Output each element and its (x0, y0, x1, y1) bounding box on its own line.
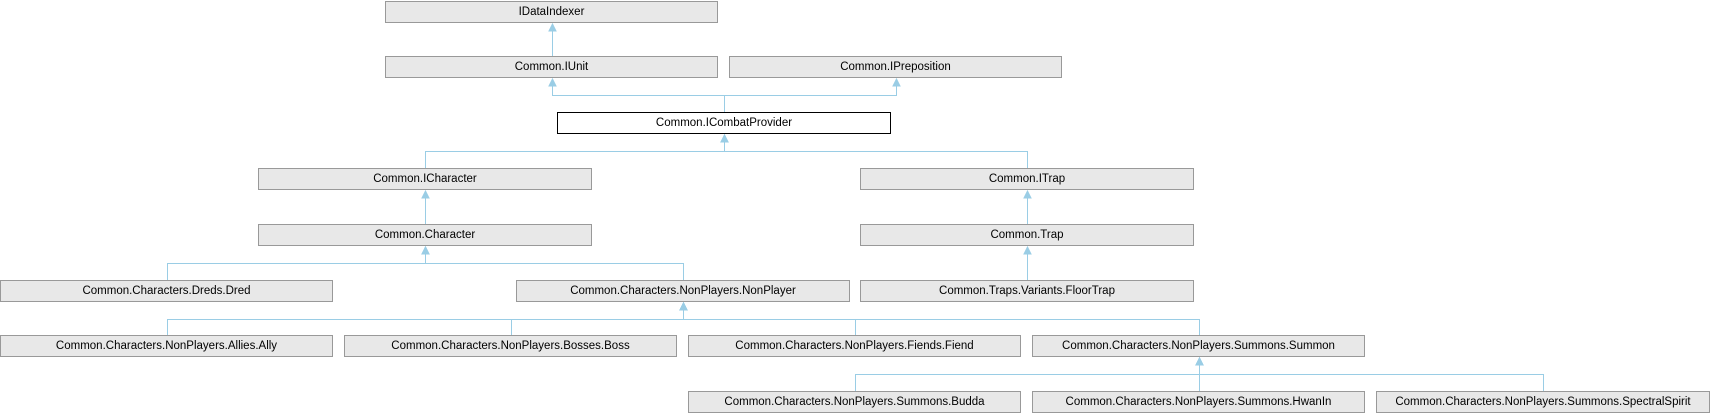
node-common-iunit[interactable]: Common.IUnit (385, 56, 718, 78)
node-common-character[interactable]: Common.Character (258, 224, 592, 246)
node-common-characters-nonplayers-allies-ally[interactable]: Common.Characters.NonPlayers.Allies.Ally (0, 335, 333, 357)
edge-itrap-to-icombatprovider (724, 140, 1028, 168)
arrowhead-character-to-icharacter (421, 189, 430, 199)
arrowhead-icombatprovider-to-iunit (548, 77, 557, 87)
arrowhead-nonplayer-to-character (421, 245, 430, 255)
node-common-characters-nonplayers-summons-budda[interactable]: Common.Characters.NonPlayers.Summons.Bud… (688, 391, 1021, 413)
node-common-characters-nonplayers-nonplayer[interactable]: Common.Characters.NonPlayers.NonPlayer (516, 280, 850, 302)
arrowhead-icombatprovider-to-ipreposition (892, 77, 901, 87)
node-common-characters-nonplayers-summons-hwanin[interactable]: Common.Characters.NonPlayers.Summons.Hwa… (1032, 391, 1365, 413)
node-common-itrap[interactable]: Common.ITrap (860, 168, 1194, 190)
arrowhead-trap-to-itrap (1023, 189, 1032, 199)
edge-dred-to-character (167, 252, 426, 280)
edge-boss-to-nonplayer (511, 308, 684, 335)
edge-icharacter-to-icombatprovider (425, 140, 725, 168)
arrowhead-itrap-to-icombatprovider (720, 133, 729, 143)
edge-budda-to-summon (855, 363, 1200, 391)
edge-summon-to-nonplayer (683, 308, 1200, 335)
edge-spectralspirit-to-summon (1199, 363, 1544, 391)
node-common-characters-nonplayers-fiends-fiend[interactable]: Common.Characters.NonPlayers.Fiends.Fien… (688, 335, 1021, 357)
edge-fiend-to-nonplayer (683, 308, 856, 335)
node-common-characters-nonplayers-summons-summon[interactable]: Common.Characters.NonPlayers.Summons.Sum… (1032, 335, 1365, 357)
arrowhead-summon-to-nonplayer (679, 301, 688, 311)
node-common-characters-dreds-dred[interactable]: Common.Characters.Dreds.Dred (0, 280, 333, 302)
node-common-icombatprovider[interactable]: Common.ICombatProvider (557, 112, 891, 134)
node-common-characters-nonplayers-summons-spectralspirit[interactable]: Common.Characters.NonPlayers.Summons.Spe… (1376, 391, 1710, 413)
arrowhead-iunit-to-idataindexer (548, 22, 557, 32)
node-common-ipreposition[interactable]: Common.IPreposition (729, 56, 1062, 78)
edge-ally-to-nonplayer (167, 308, 684, 335)
node-common-trap[interactable]: Common.Trap (860, 224, 1194, 246)
node-common-icharacter[interactable]: Common.ICharacter (258, 168, 592, 190)
edge-nonplayer-to-character (425, 252, 684, 280)
node-idataindexer[interactable]: IDataIndexer (385, 1, 718, 23)
edge-icombatprovider-to-ipreposition (724, 84, 897, 112)
node-common-traps-variants-floortrap[interactable]: Common.Traps.Variants.FloorTrap (860, 280, 1194, 302)
node-common-characters-nonplayers-bosses-boss[interactable]: Common.Characters.NonPlayers.Bosses.Boss (344, 335, 677, 357)
edge-icombatprovider-to-iunit (552, 84, 725, 112)
arrowhead-spectralspirit-to-summon (1195, 356, 1204, 366)
arrowhead-floortrap-to-trap (1023, 245, 1032, 255)
